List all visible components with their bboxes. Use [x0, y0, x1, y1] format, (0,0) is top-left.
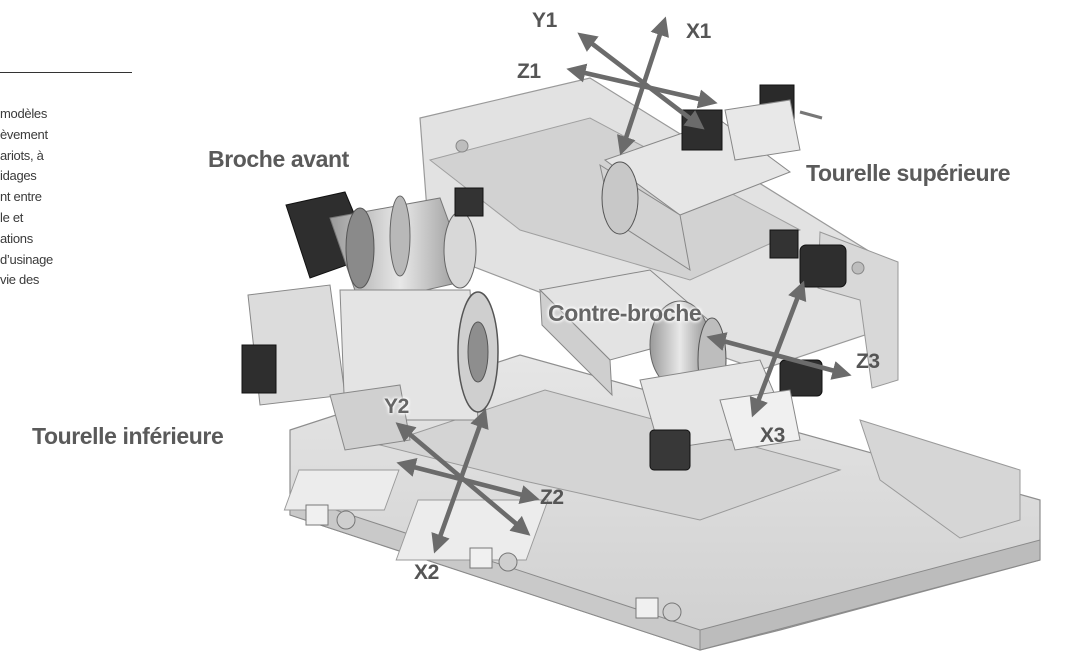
paragraph-line: vie des	[0, 272, 40, 288]
paragraph-line: d’usinage	[0, 251, 53, 267]
label-front-spindle: Broche avant	[208, 146, 349, 172]
axis-label-z3: Z3	[856, 350, 880, 373]
front-spindle-assembly	[241, 187, 499, 451]
body-paragraph: modèles èvement ariots, à idages nt entr…	[0, 104, 140, 291]
upper-turret-assembly	[599, 84, 823, 272]
paragraph-line: modèles	[0, 106, 48, 121]
label-sub-spindle: Contre-broche	[548, 300, 702, 326]
axis-z3-arrow	[706, 332, 852, 380]
section-divider	[0, 72, 132, 73]
axis-label-y1: Y1	[532, 9, 557, 32]
axis-z2-arrow	[396, 458, 540, 504]
paragraph-line: idages	[0, 168, 37, 184]
axis-label-x2: X2	[414, 561, 439, 584]
paragraph-line: nt entre	[0, 189, 42, 205]
axis-label-z1: Z1	[517, 60, 541, 83]
paragraph-line: ariots, à	[0, 147, 44, 163]
paragraph-line: èvement	[0, 126, 48, 142]
axis-label-z2: Z2	[540, 486, 564, 509]
paragraph-line: ations	[0, 230, 33, 246]
axis-label-x3: X3	[760, 424, 785, 447]
axis-label-y2: Y2	[384, 395, 409, 418]
axis-label-x1: X1	[686, 20, 711, 43]
label-upper-turret: Tourelle supérieure	[806, 160, 1011, 186]
axis-arrows	[395, 16, 852, 554]
axis-z1-arrow	[566, 63, 718, 109]
paragraph-line: le et	[0, 209, 24, 225]
label-lower-turret: Tourelle inférieure	[32, 423, 224, 449]
